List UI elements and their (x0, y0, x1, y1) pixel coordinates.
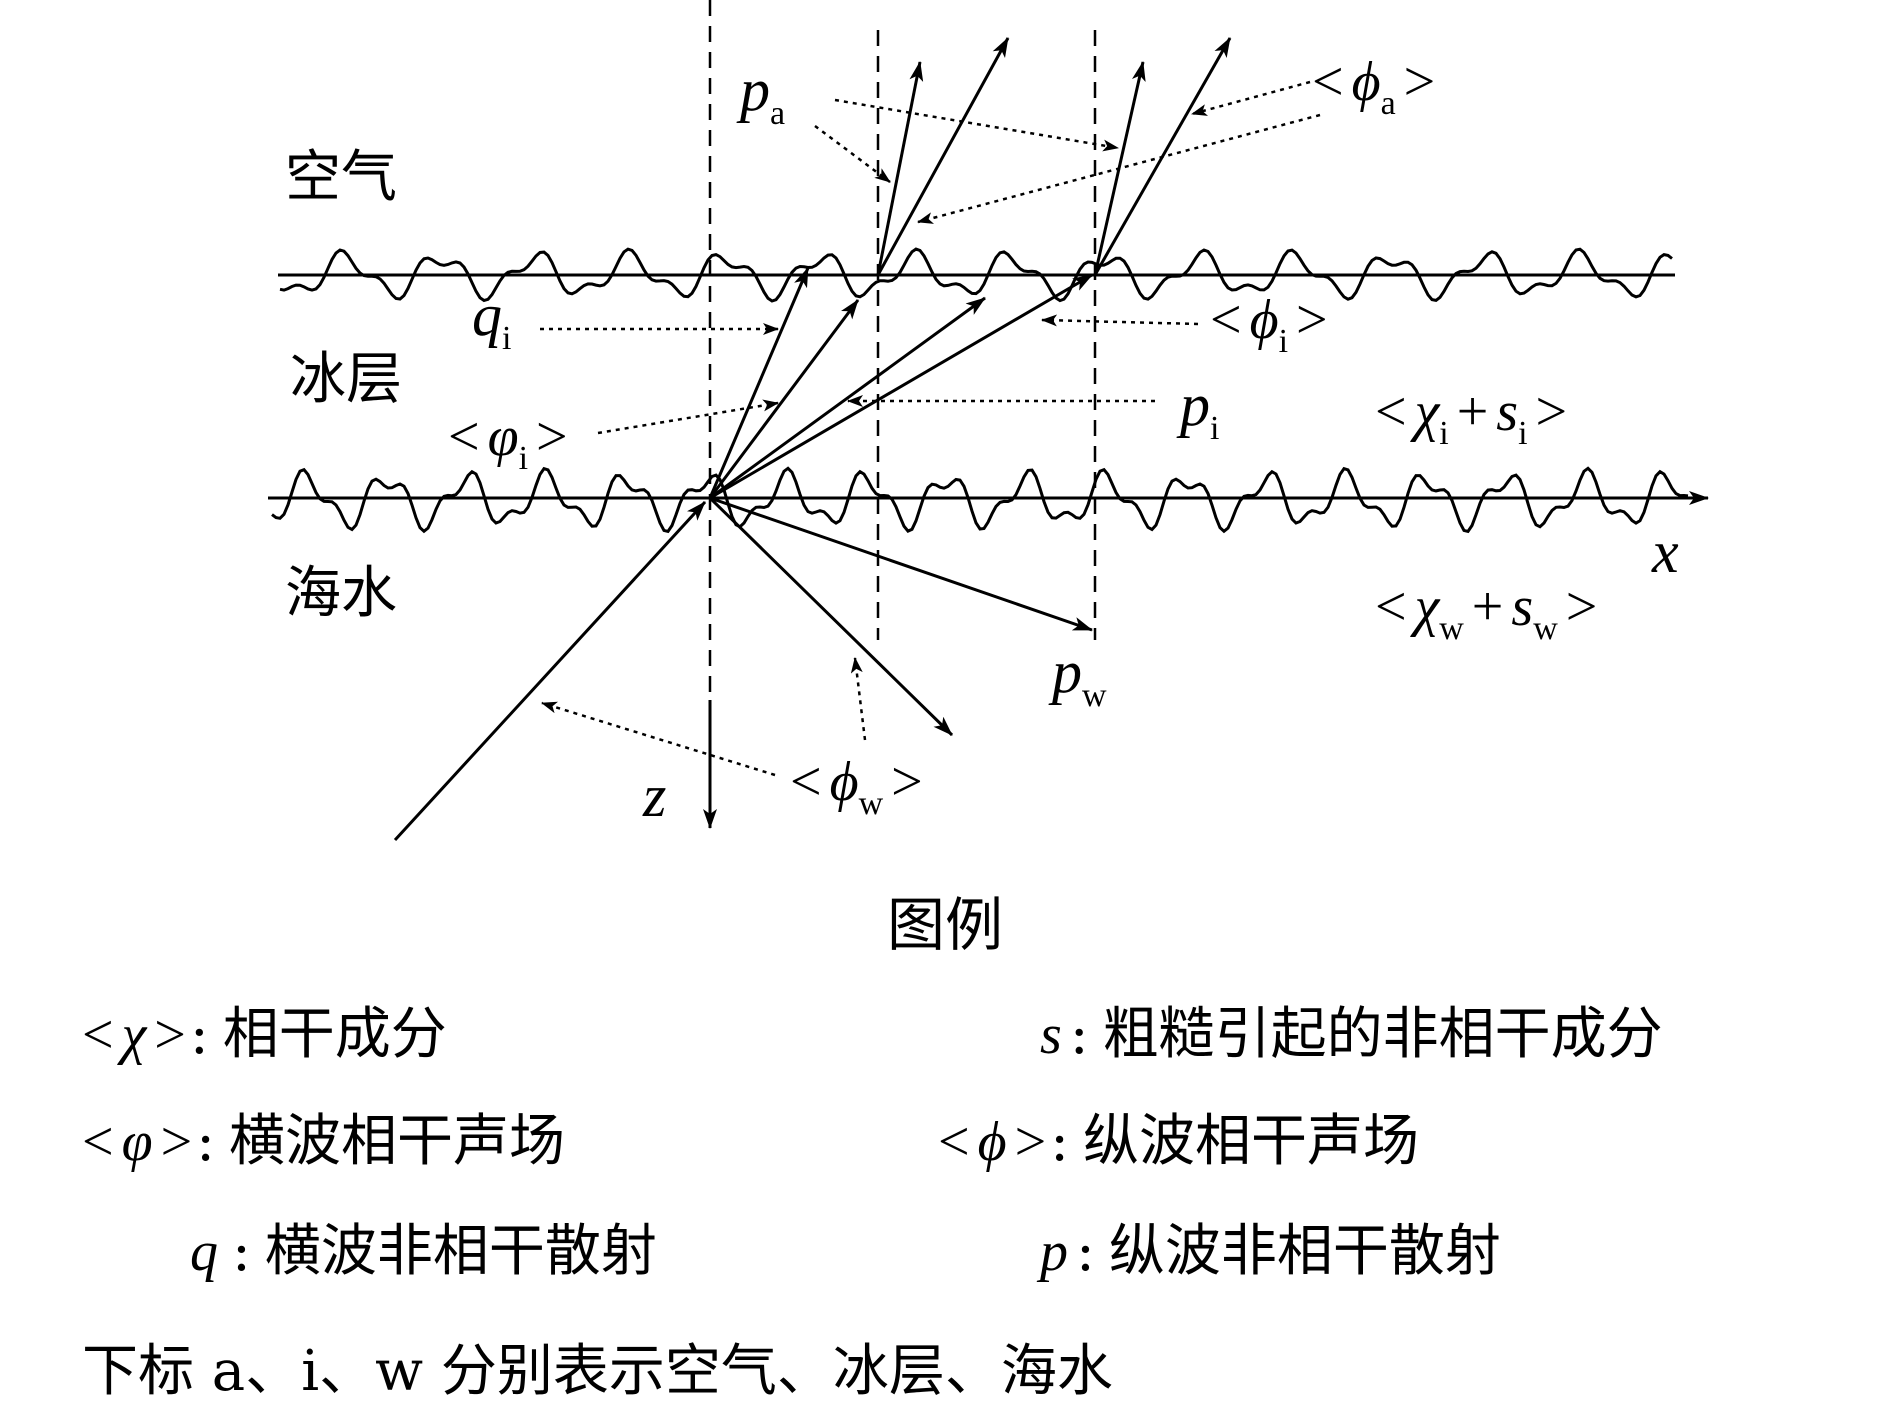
legend-item-s: s:粗糙引起的非相干成分 (1040, 1002, 1663, 1067)
leader-pa-1 (814, 124, 891, 184)
air-ice-rough-surface (279, 247, 1673, 303)
leader-phii (1041, 314, 1199, 327)
label-phi-w: <ϕw> (790, 751, 923, 822)
label-p-i: pi (1176, 372, 1219, 447)
label-chi-w-plus-s-w: <χw+sw> (1375, 576, 1597, 647)
layer-water-label: 海水 (285, 561, 397, 626)
label-p-w: pw (1048, 639, 1107, 714)
legend-item-varphi: <φ>:横波相干声场 (82, 1109, 565, 1174)
leader-varphii (597, 399, 779, 435)
legend-footnote: 下标 a、i、w 分别表示空气、冰层、海水 (82, 1339, 1113, 1404)
label-phi-a: <ϕa> (1312, 51, 1435, 122)
layer-air-label: 空气 (285, 145, 397, 210)
water-ray-1 (708, 496, 954, 737)
ice-ray-2 (708, 299, 860, 499)
leader-phia-1 (1191, 80, 1311, 116)
legend-title: 图例 (887, 891, 1003, 959)
incident-ray (393, 500, 707, 842)
leader-phia-2 (917, 113, 1321, 224)
leader-pa-2 (834, 98, 1119, 152)
air-ray-1 (876, 61, 924, 276)
leader-phiw-2 (850, 657, 867, 741)
z-axis-label: z (642, 763, 666, 829)
label-p-a: pa (736, 57, 785, 132)
x-axis-label: x (1651, 519, 1679, 585)
label-chi-i-plus-s-i: <χi+si> (1375, 381, 1567, 452)
label-q-i: qi (472, 282, 511, 357)
legend-item-phi: <ϕ>:纵波相干声场 (938, 1109, 1419, 1174)
layer-ice-label: 冰层 (290, 347, 402, 412)
water-ray-2 (709, 496, 1093, 632)
ice-water-rough-surface (271, 466, 1689, 534)
legend-item-q: q:横波非相干散射 (190, 1219, 657, 1284)
label-phi-i: <ϕi> (1210, 289, 1328, 360)
legend-item-p: p:纵波非相干散射 (1036, 1219, 1501, 1284)
ice-ray-4 (709, 273, 1093, 500)
ice-ray-1 (708, 267, 810, 499)
legend-item-chi: <χ>:相干成分 (82, 1002, 447, 1067)
air-ray-2 (876, 37, 1010, 276)
label-varphi-i: <φi> (448, 406, 568, 477)
